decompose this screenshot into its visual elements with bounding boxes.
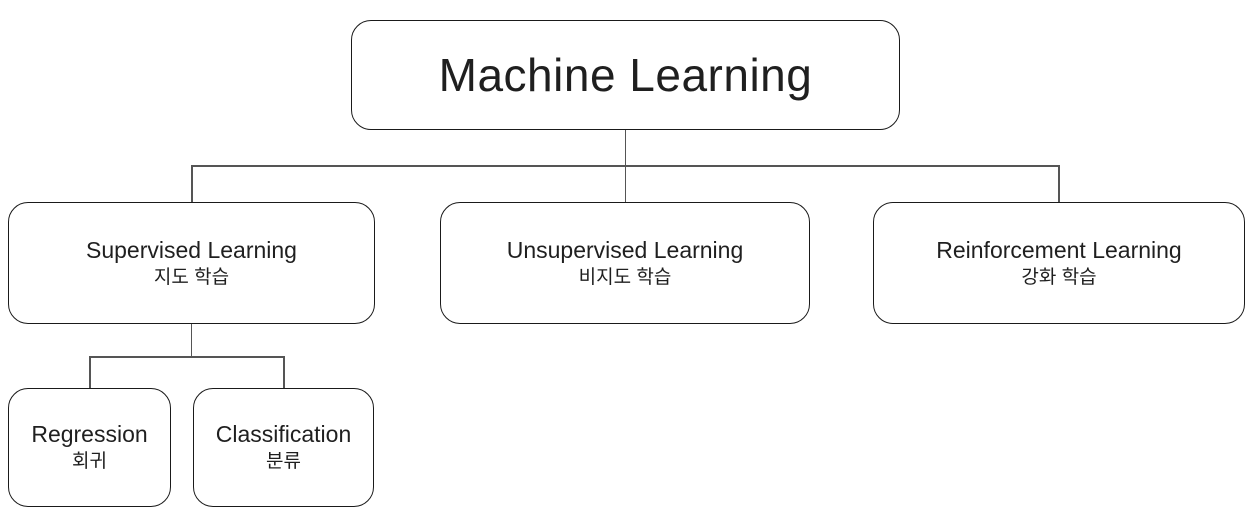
node-classification-title: Classification xyxy=(215,421,352,447)
connector-reinforcement-drop xyxy=(1058,165,1060,202)
connector-supervised-bottom-drop xyxy=(190,324,192,356)
connector-level3-bus xyxy=(89,356,285,358)
node-supervised-subtitle-korean: 지도 학습 xyxy=(153,266,230,288)
node-supervised-title: Supervised Learning xyxy=(86,236,297,263)
node-unsupervised-title: Unsupervised Learning xyxy=(506,236,744,263)
node-regression-title: Regression xyxy=(31,421,148,447)
node-reinforcement-subtitle-korean: 강화 학습 xyxy=(1021,266,1097,288)
node-classification-subtitle-korean: 분류 xyxy=(266,451,301,472)
node-unsupervised-learning: Unsupervised Learning 비지도 학습 xyxy=(440,202,810,324)
node-reinforcement-learning: Reinforcement Learning 강화 학습 xyxy=(873,202,1245,324)
node-reinforcement-title: Reinforcement Learning xyxy=(936,236,1182,263)
node-unsupervised-subtitle-korean: 비지도 학습 xyxy=(578,266,672,288)
connector-classification-drop xyxy=(283,356,285,388)
node-regression: Regression 회귀 xyxy=(8,388,171,507)
connector-supervised-drop xyxy=(191,165,193,202)
node-classification: Classification 분류 xyxy=(193,388,374,507)
node-machine-learning: Machine Learning xyxy=(351,20,900,130)
connector-regression-drop xyxy=(89,356,91,388)
node-machine-learning-title: Machine Learning xyxy=(438,48,813,101)
node-regression-subtitle-korean: 회귀 xyxy=(72,451,107,472)
node-supervised-learning: Supervised Learning 지도 학습 xyxy=(8,202,375,324)
connector-level2-bus xyxy=(191,165,1060,167)
